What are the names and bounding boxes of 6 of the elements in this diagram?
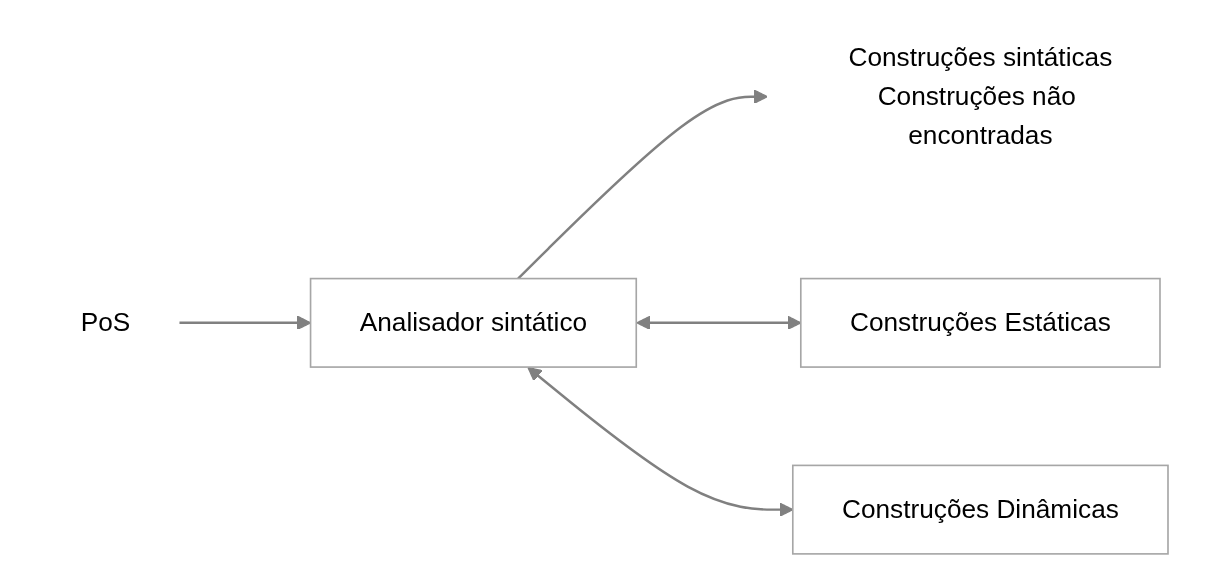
node-box: Analisador sintático	[309, 277, 638, 368]
node-text: Construções sintáticas Construções não encontradas	[848, 42, 1113, 150]
arrow	[517, 89, 768, 280]
node-box: Construções Dinâmicas	[791, 464, 1169, 555]
node-text: PoS	[80, 308, 131, 336]
node-box: Construções Estáticas	[799, 277, 1161, 368]
